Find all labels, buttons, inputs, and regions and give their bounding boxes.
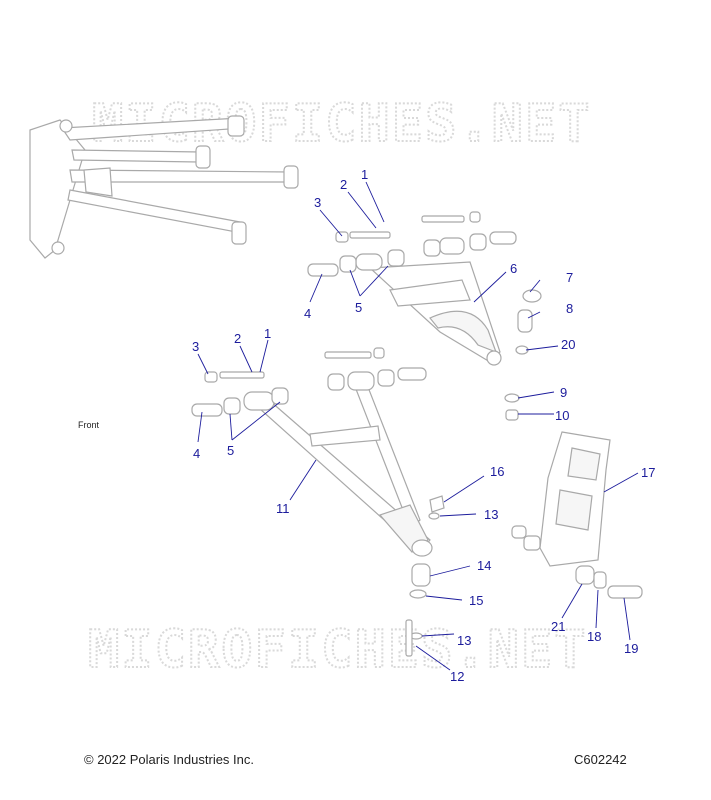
callout-4-lower: 4 (193, 446, 200, 461)
front-label: Front (78, 420, 100, 430)
knuckle-assembly (511, 431, 643, 599)
callout-13-upper: 13 (484, 507, 498, 522)
callout-4-upper: 4 (304, 306, 311, 321)
callout-13-lower: 13 (457, 633, 471, 648)
callout-1-lower: 1 (264, 326, 271, 341)
callout-3-upper: 3 (314, 195, 321, 210)
frame-overview (29, 115, 299, 259)
callout-6: 6 (510, 261, 517, 276)
callout-18: 18 (587, 629, 601, 644)
callout-5-lower: 5 (227, 443, 234, 458)
callouts: 1 2 3 4 5 6 7 8 20 1 2 3 4 5 9 10 11 16 … (192, 167, 655, 684)
callout-2-upper: 2 (340, 177, 347, 192)
callout-5-upper: 5 (355, 300, 362, 315)
upper-a-arm (307, 211, 542, 366)
callout-3-lower: 3 (192, 339, 199, 354)
lower-a-arm (191, 347, 520, 657)
callout-17: 17 (641, 465, 655, 480)
watermark-bottom: MICROFICHES.NET (88, 620, 588, 680)
callout-8: 8 (566, 301, 573, 316)
callout-19: 19 (624, 641, 638, 656)
callout-16: 16 (490, 464, 504, 479)
callout-7: 7 (566, 270, 573, 285)
copyright-text: © 2022 Polaris Industries Inc. (84, 752, 254, 767)
callout-10: 10 (555, 408, 569, 423)
diagram-code: C602242 (574, 752, 627, 767)
callout-20: 20 (561, 337, 575, 352)
callout-12: 12 (450, 669, 464, 684)
callout-2-lower: 2 (234, 331, 241, 346)
callout-14: 14 (477, 558, 491, 573)
leader-lines (197, 181, 639, 671)
callout-1-upper: 1 (361, 167, 368, 182)
callout-11: 11 (276, 501, 290, 516)
callout-9: 9 (560, 385, 567, 400)
callout-15: 15 (469, 593, 483, 608)
callout-21: 21 (551, 619, 565, 634)
